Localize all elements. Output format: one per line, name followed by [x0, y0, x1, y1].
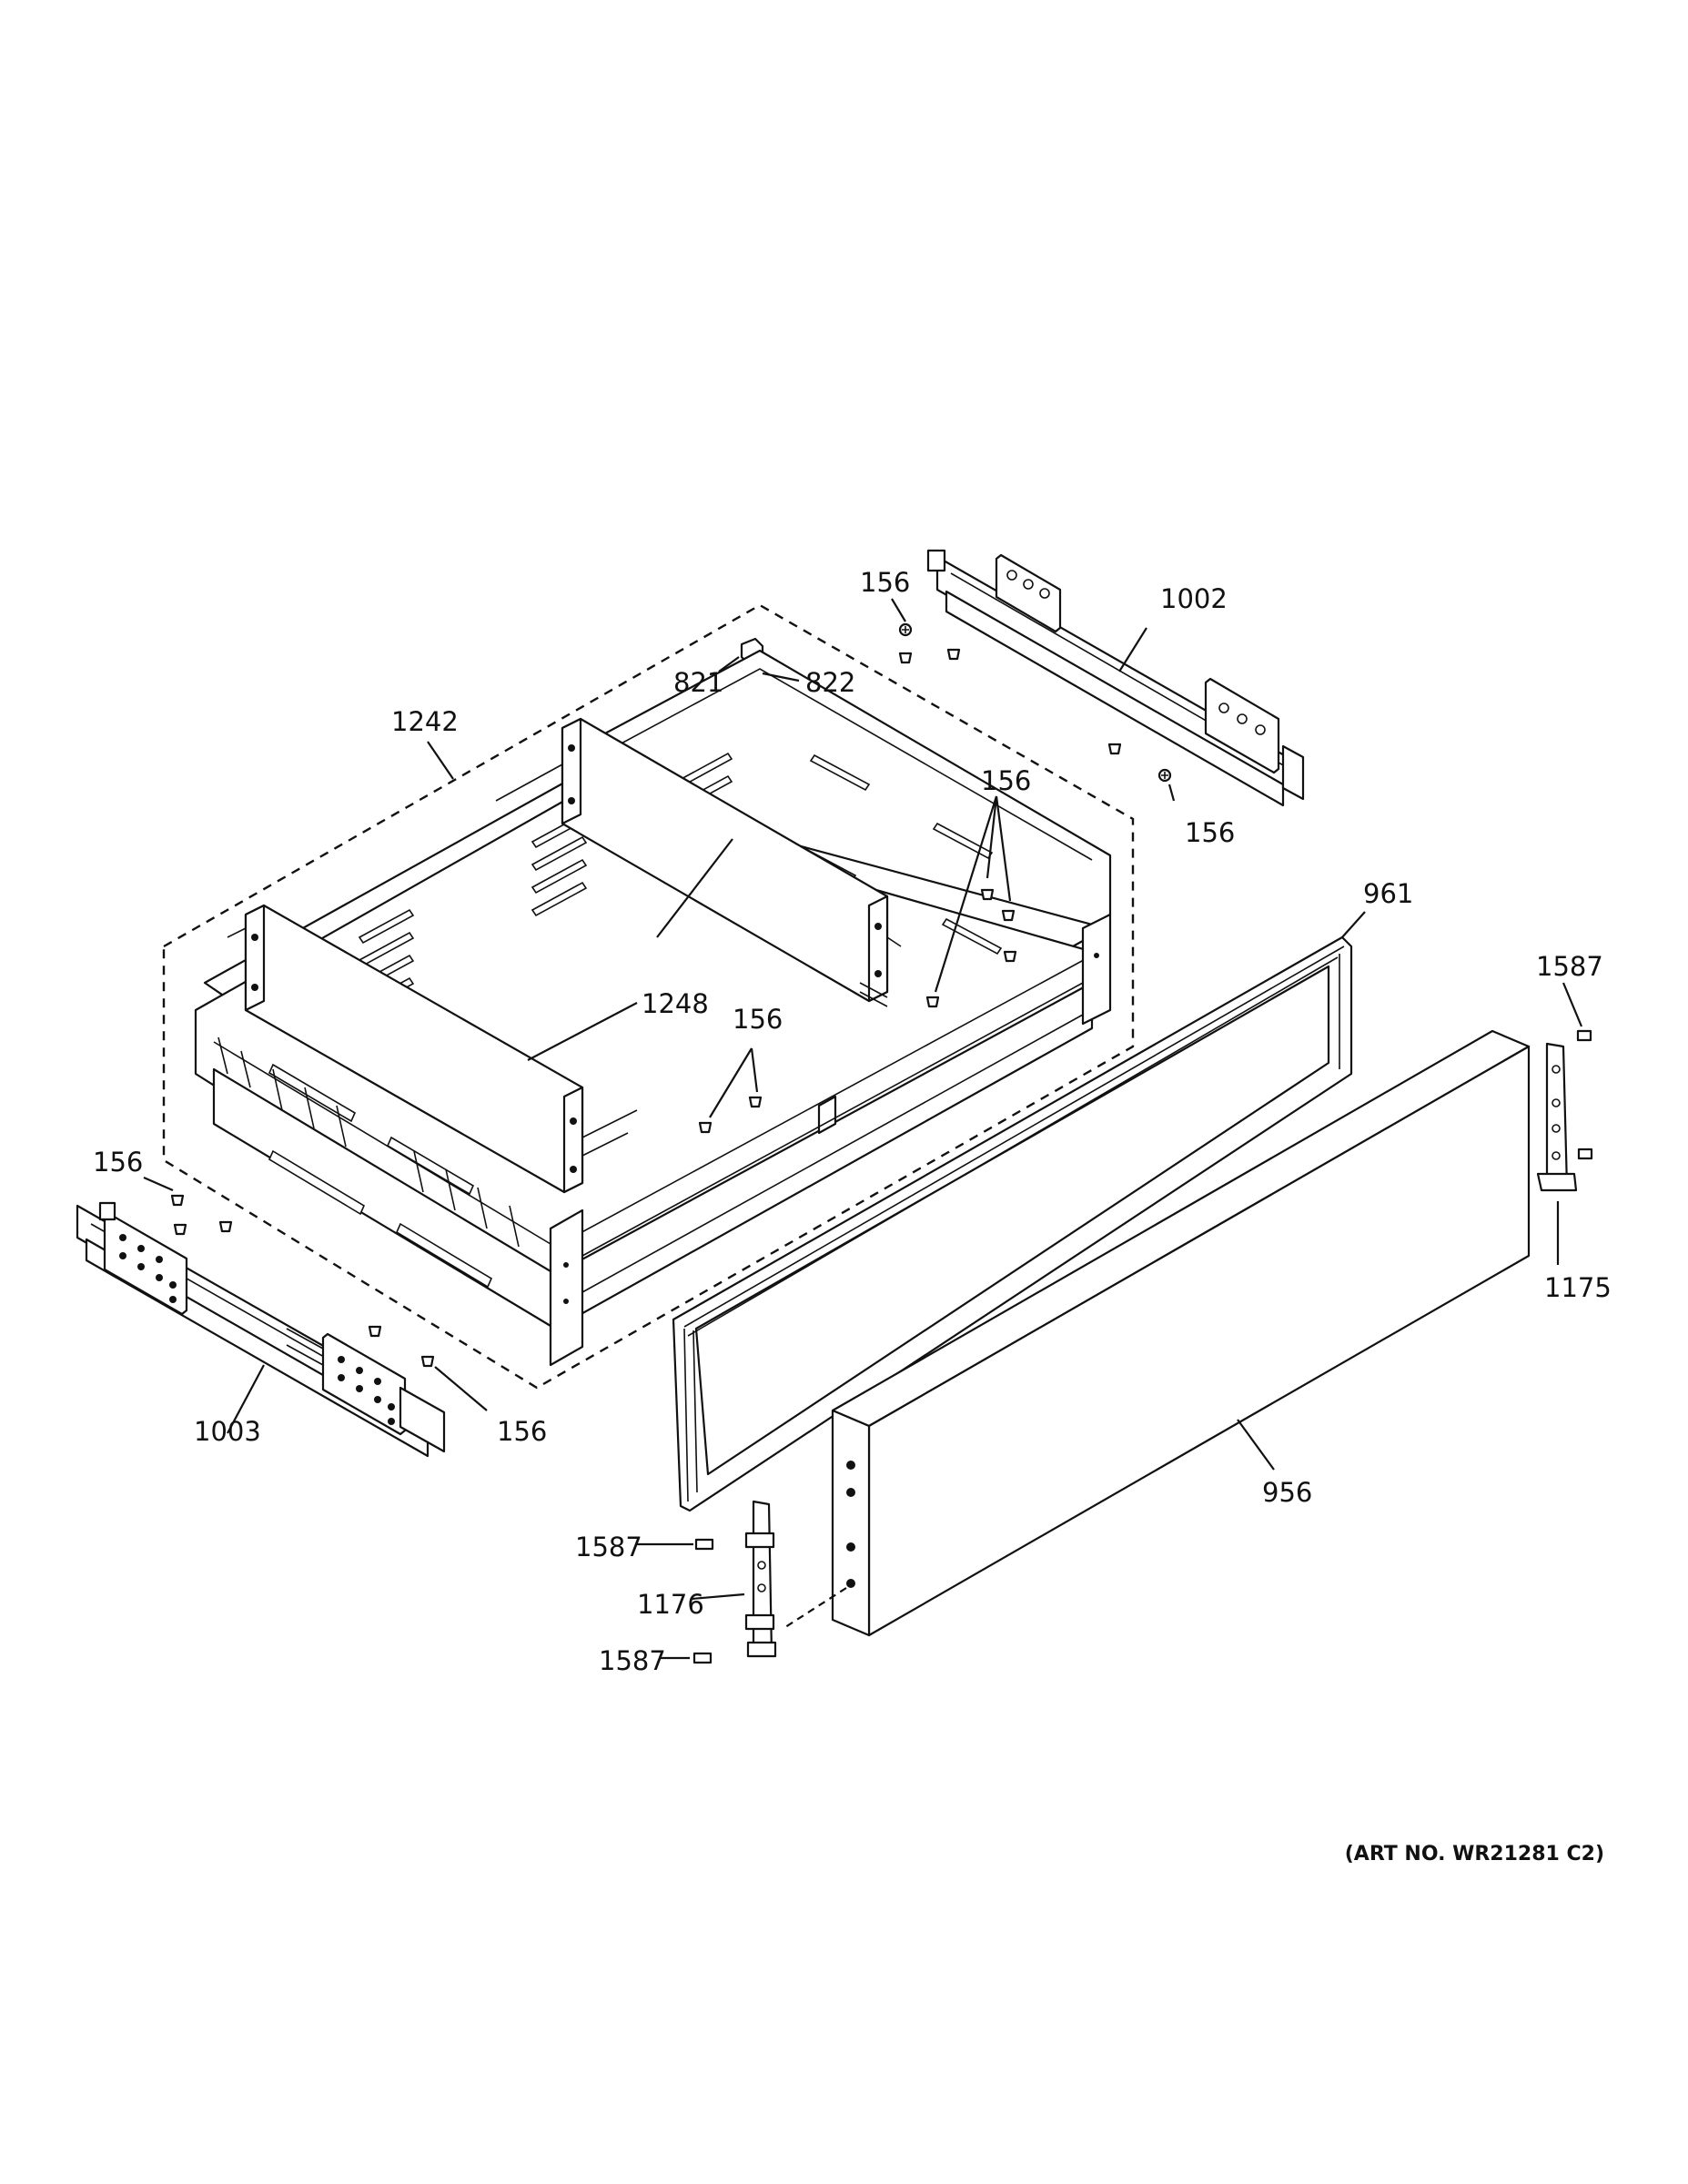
- callout-1175: 1175: [1544, 1272, 1612, 1303]
- drawer-slide-left-1003: [76, 1201, 446, 1458]
- callout-1176: 1176: [637, 1589, 704, 1620]
- callout-956: 956: [1262, 1477, 1312, 1508]
- callout-1002: 1002: [1160, 583, 1228, 614]
- callout-156-left: 156: [93, 1147, 143, 1178]
- assembly-boundary-dashed: [162, 603, 1135, 1390]
- callout-156-center: 156: [733, 1004, 783, 1035]
- divider-panel-1248: [227, 717, 902, 1194]
- callout-156-top: 156: [860, 567, 910, 598]
- callout-156-right: 156: [1185, 817, 1235, 848]
- callout-821: 821: [673, 667, 723, 698]
- screws-156-left: [170, 1194, 435, 1368]
- front-panel-956: [782, 1029, 1531, 1637]
- callout-1248: 1248: [642, 988, 709, 1019]
- bracket-1175: [1536, 1029, 1593, 1192]
- callout-1587-right: 1587: [1536, 951, 1603, 982]
- callout-1587-b: 1587: [599, 1645, 666, 1676]
- art-number: (ART NO. WR21281 C2): [1344, 1843, 1604, 1866]
- callout-156-mid-top: 156: [981, 765, 1031, 796]
- screws-156-top: [898, 622, 1172, 783]
- drawer-slide-right-1002: [926, 549, 1305, 807]
- callout-961: 961: [1363, 878, 1413, 909]
- bracket-1176: [692, 1500, 777, 1664]
- callout-1242: 1242: [391, 706, 459, 737]
- screws-156-basket: [698, 888, 1017, 1134]
- callout-1587-a: 1587: [575, 1532, 642, 1562]
- leader-lines: [143, 598, 1583, 1660]
- callout-156-bottom: 156: [497, 1416, 547, 1447]
- callout-1003: 1003: [194, 1416, 261, 1447]
- callout-822: 822: [805, 667, 855, 698]
